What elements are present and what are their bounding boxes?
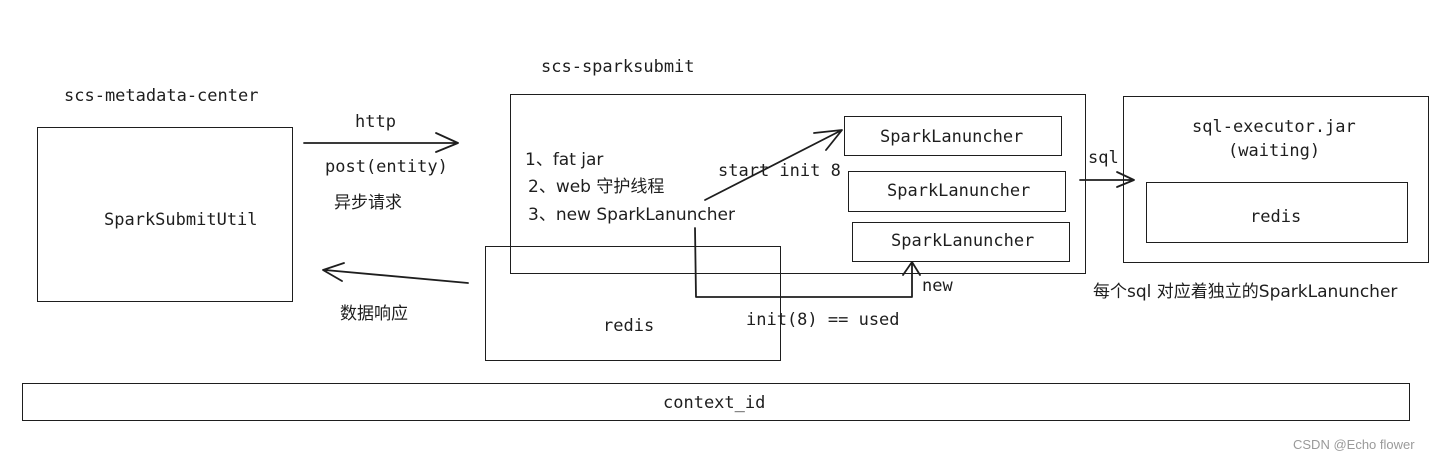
- http-label: http: [355, 112, 396, 132]
- launcher-note: 每个sql 对应着独立的SparkLanuncher: [1093, 282, 1398, 302]
- context-id-label: context_id: [663, 393, 766, 413]
- request-arrow: [303, 132, 459, 153]
- executor-title: sql-executor.jar: [1192, 117, 1356, 137]
- sql-arrow: [1079, 171, 1135, 188]
- watermark: CSDN @Echo flower: [1293, 437, 1415, 452]
- launcher-box-2: [848, 171, 1066, 212]
- step-2: 2、web 守护线程: [528, 177, 665, 197]
- launcher-label-3: SparkLanuncher: [891, 231, 1035, 251]
- step-3: 3、new SparkLanuncher: [528, 205, 735, 225]
- data-response-label: 数据响应: [340, 304, 408, 324]
- spark-submit-util-label: SparkSubmitUtil: [104, 210, 258, 230]
- redis-box: [485, 246, 781, 361]
- context-bar: [22, 383, 1410, 421]
- init-line: [694, 227, 921, 298]
- executor-redis-box: [1146, 182, 1408, 243]
- sparksubmit-box: [510, 94, 1086, 274]
- start-arrow: [704, 129, 843, 201]
- redis-label: redis: [603, 316, 655, 336]
- metadata-center-title: scs-metadata-center: [64, 86, 259, 106]
- launcher-label-1: SparkLanuncher: [880, 127, 1024, 147]
- response-arrow: [322, 262, 469, 284]
- post-entity-label: post(entity): [325, 157, 448, 177]
- start-init-label: start init 8: [718, 161, 841, 181]
- metadata-center-box: [37, 127, 293, 302]
- launcher-box-3: [852, 222, 1070, 262]
- step-1: 1、fat jar: [525, 150, 604, 170]
- sql-edge-label: sql: [1088, 148, 1119, 168]
- launcher-label-2: SparkLanuncher: [887, 181, 1031, 201]
- init-used-label: init(8) == used: [746, 310, 900, 330]
- new-label: new: [922, 276, 953, 296]
- async-request-label: 异步请求: [334, 193, 402, 213]
- executor-status: (waiting): [1228, 141, 1321, 161]
- launcher-box-1: [844, 116, 1062, 156]
- executor-redis-label: redis: [1250, 207, 1302, 227]
- sparksubmit-title: scs-sparksubmit: [541, 57, 695, 77]
